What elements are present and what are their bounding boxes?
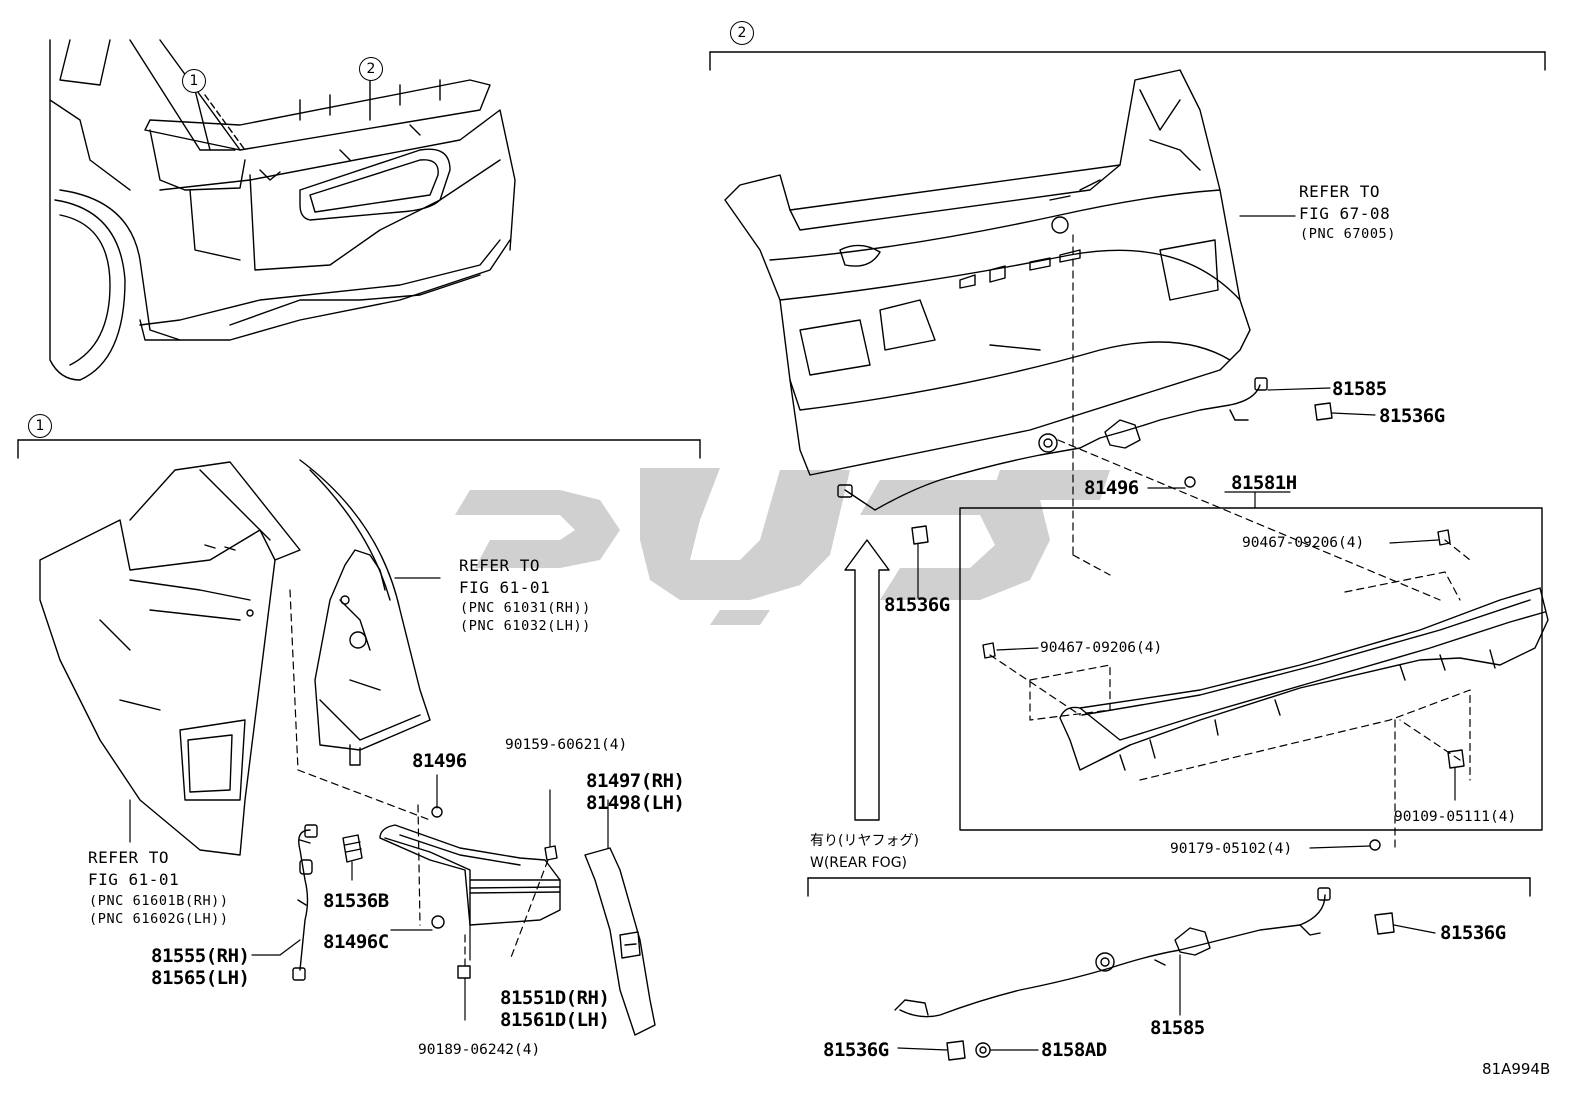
ref-quarter-inner-1: REFER TO xyxy=(459,556,541,575)
harness-81585-upper xyxy=(837,377,1268,511)
callout-2-overview: 2 xyxy=(359,57,383,81)
part-81496c[interactable]: 81496C xyxy=(323,931,389,953)
part-81565-lh[interactable]: 81565(LH) xyxy=(151,967,250,989)
ref-quarter-outer-3: (PNC 61601B(RH)) xyxy=(89,893,229,909)
part-81551d-rh[interactable]: 81551D(RH) xyxy=(500,987,610,1009)
section1-leaders xyxy=(129,577,609,1021)
harness-81585-lower xyxy=(894,887,1331,1018)
section2-dashed-leaders xyxy=(989,234,1471,851)
part-81555-rh[interactable]: 81555(RH) xyxy=(151,945,250,967)
part-81585-top[interactable]: 81585 xyxy=(1332,378,1387,400)
ref-quarter-outer-4: (PNC 61602G(LH)) xyxy=(89,911,229,927)
ref-tailgate-1: REFER TO xyxy=(1299,182,1381,201)
garnish-81497 xyxy=(584,847,656,1036)
part-81536g-top[interactable]: 81536G xyxy=(1379,405,1445,427)
part-90159-60621[interactable]: 90159-60621(4) xyxy=(505,737,628,753)
part-81561d-lh[interactable]: 81561D(LH) xyxy=(500,1009,610,1031)
section2-fasteners xyxy=(911,402,1465,1061)
quarter-panel-outer xyxy=(39,461,301,856)
harness-81555 xyxy=(292,824,318,981)
callout-1-overview: 1 xyxy=(182,69,206,93)
part-81498-lh[interactable]: 81498(LH) xyxy=(586,792,685,814)
ref-quarter-outer-1: REFER TO xyxy=(88,848,170,867)
part-81581h[interactable]: 81581H xyxy=(1231,472,1297,494)
part-90179-05102[interactable]: 90179-05102(4) xyxy=(1170,841,1293,857)
part-81585-bottom[interactable]: 81585 xyxy=(1150,1017,1205,1039)
rear-fog-jp: 有り(リヤフォグ) xyxy=(810,833,919,849)
part-90467-09206-b[interactable]: 90467-09206(4) xyxy=(1040,640,1163,656)
diagram-code: 81A994B xyxy=(1482,1060,1551,1078)
ref-quarter-inner-2: FIG 61-01 xyxy=(459,578,551,597)
part-81536g-right[interactable]: 81536G xyxy=(1440,922,1506,944)
part-81496-s2[interactable]: 81496 xyxy=(1084,477,1139,499)
ref-quarter-outer-2: FIG 61-01 xyxy=(88,870,180,889)
callout-2-section: 2 xyxy=(730,21,754,45)
part-90189-06242[interactable]: 90189-06242(4) xyxy=(418,1042,541,1058)
part-81497-rh[interactable]: 81497(RH) xyxy=(586,770,685,792)
garnish-box xyxy=(959,507,1543,831)
part-81496-s1[interactable]: 81496 xyxy=(412,750,467,772)
part-8158ad[interactable]: 8158AD xyxy=(1041,1039,1107,1061)
section2-leaders xyxy=(897,215,1456,1051)
callout-1-section: 1 xyxy=(28,414,52,438)
rear-fog-en: W(REAR FOG) xyxy=(810,855,908,871)
ref-quarter-inner-4: (PNC 61032(LH)) xyxy=(460,618,591,634)
ref-quarter-inner-3: (PNC 61031(RH)) xyxy=(460,600,591,616)
part-90109-05111[interactable]: 90109-05111(4) xyxy=(1394,809,1517,825)
car-overview xyxy=(49,39,516,381)
rear-garnish-81581h xyxy=(1059,587,1549,771)
lamp-81551d xyxy=(379,824,561,926)
ref-tailgate-3: (PNC 67005) xyxy=(1300,226,1397,242)
part-81536g-bottom[interactable]: 81536G xyxy=(823,1039,889,1061)
part-81536g-left[interactable]: 81536G xyxy=(884,594,950,616)
section1-bracket xyxy=(17,439,701,459)
back-door xyxy=(724,69,1251,476)
section2-lower-bracket xyxy=(807,877,1531,897)
socket-81536b xyxy=(342,834,363,863)
quarter-panel-inner xyxy=(299,459,431,766)
part-90467-09206-a[interactable]: 90467-09206(4) xyxy=(1242,535,1365,551)
section2-bracket xyxy=(709,51,1546,71)
part-81536b[interactable]: 81536B xyxy=(323,890,389,912)
rear-fog-arrow xyxy=(844,539,890,821)
ref-tailgate-2: FIG 67-08 xyxy=(1299,204,1391,223)
watermark-logo xyxy=(455,468,1110,625)
